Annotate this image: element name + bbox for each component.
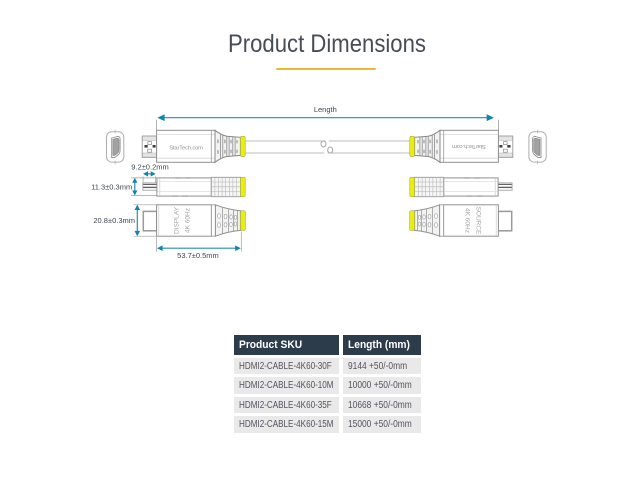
svg-text:20.8±0.3mm: 20.8±0.3mm bbox=[93, 216, 135, 225]
svg-text:Length: Length bbox=[314, 105, 337, 114]
svg-text:StarTech.com: StarTech.com bbox=[452, 143, 486, 149]
svg-text:4K 60Hz: 4K 60Hz bbox=[185, 208, 192, 233]
svg-text:53.7±0.5mm: 53.7±0.5mm bbox=[177, 251, 219, 260]
svg-text:11.3±0.3mm: 11.3±0.3mm bbox=[91, 182, 132, 191]
svg-text:9.2±0.2mm: 9.2±0.2mm bbox=[131, 162, 168, 171]
svg-text:DISPLAY: DISPLAY bbox=[174, 206, 181, 234]
svg-text:StarTech.com: StarTech.com bbox=[169, 146, 203, 152]
svg-text:4K 60Hz: 4K 60Hz bbox=[464, 208, 471, 233]
svg-text:SOURCE: SOURCE bbox=[475, 207, 482, 235]
